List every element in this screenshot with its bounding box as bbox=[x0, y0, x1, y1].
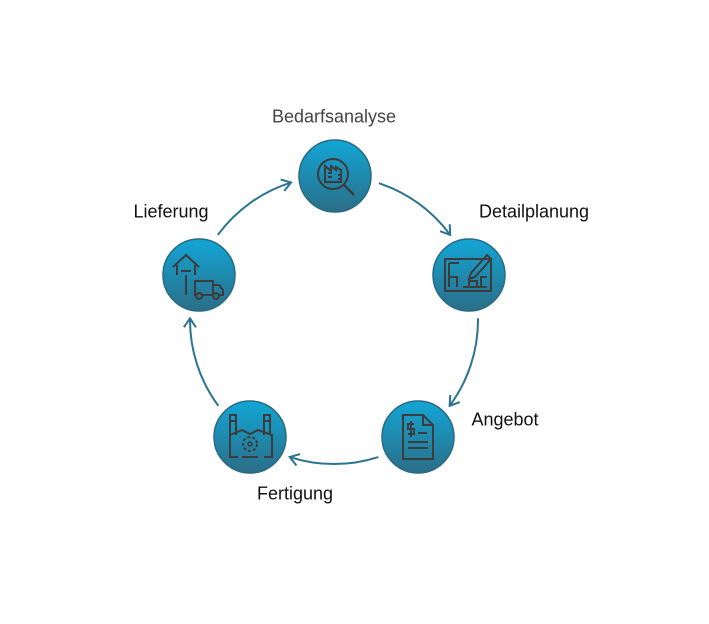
invoice-dollar-icon bbox=[402, 414, 434, 460]
label-bedarfsanalyse: Bedarfsanalyse bbox=[271, 106, 397, 127]
arrow-lieferung bbox=[216, 181, 292, 236]
warehouse-truck-icon bbox=[172, 253, 224, 300]
arrowhead-icon bbox=[448, 394, 461, 408]
arrow-bedarfsanalyse bbox=[378, 182, 452, 236]
magnifier-document-icon bbox=[317, 158, 355, 196]
label-fertigung: Fertigung bbox=[256, 483, 334, 504]
step-node-detailplanung bbox=[432, 238, 506, 312]
label-angebot: Angebot bbox=[471, 409, 539, 430]
label-lieferung: Lieferung bbox=[133, 201, 209, 222]
step-node-lieferung bbox=[162, 238, 236, 312]
label-detailplanung: Detailplanung bbox=[478, 201, 590, 222]
arrowhead-icon bbox=[439, 224, 452, 237]
blueprint-pencil-icon bbox=[444, 253, 493, 292]
arrowhead-icon bbox=[287, 453, 301, 467]
arrow-angebot bbox=[289, 456, 379, 465]
arrowhead-icon bbox=[183, 316, 197, 328]
arrowhead-icon bbox=[280, 178, 293, 192]
arrow-detailplanung bbox=[448, 318, 479, 407]
step-node-bedarfsanalyse bbox=[298, 139, 372, 213]
arrow-fertigung bbox=[189, 318, 220, 407]
step-node-angebot bbox=[381, 400, 455, 474]
step-node-fertigung bbox=[213, 400, 287, 474]
factory-gear-icon bbox=[229, 414, 273, 458]
